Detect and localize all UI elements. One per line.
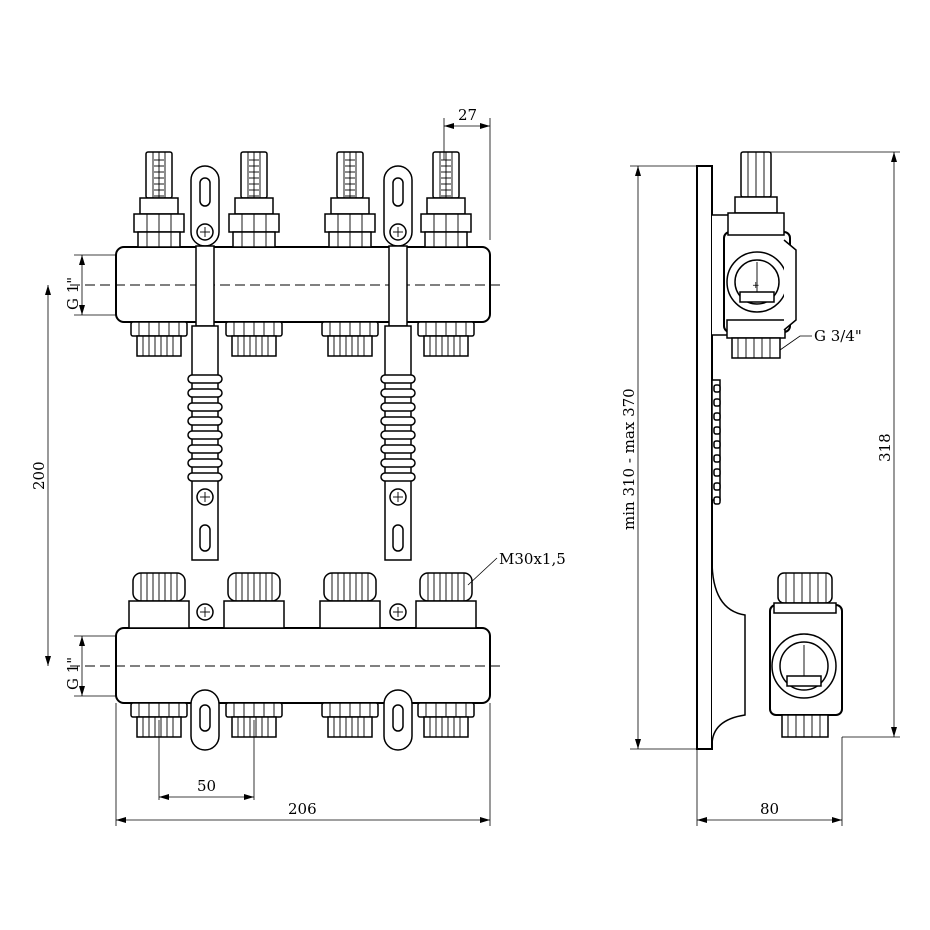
flow-meter — [133, 151, 185, 248]
dim-label-200: 200 — [30, 461, 48, 490]
dim-label-g1-bottom: G 1" — [64, 657, 82, 690]
side-slot — [713, 426, 721, 435]
outlet-fitting — [225, 321, 283, 357]
side-slot — [713, 454, 721, 463]
side-valve-cap — [773, 572, 837, 614]
outlet-fitting — [321, 321, 379, 357]
dim-label-318: 318 — [876, 433, 894, 462]
svg-text:+: + — [752, 281, 760, 291]
valve-cap — [128, 572, 190, 629]
front-view — [70, 151, 500, 751]
dim-label-bracket-range: min 310 - max 370 — [620, 388, 638, 530]
side-slot — [713, 398, 721, 407]
flow-meter — [324, 151, 376, 248]
side-bracket-bottom — [711, 559, 746, 746]
valve-cap — [319, 572, 381, 629]
side-top-clip — [783, 239, 797, 331]
flow-meters-group — [133, 151, 472, 248]
brackets-group — [187, 165, 416, 751]
top-header-bar — [115, 246, 491, 323]
outlet-fitting — [417, 702, 475, 738]
label-m30: M30x1,5 — [499, 550, 566, 568]
flow-meter — [228, 151, 280, 248]
valve-cap — [223, 572, 285, 629]
side-slot — [713, 412, 721, 421]
valve-cap — [415, 572, 477, 629]
dim-label-80: 80 — [760, 800, 779, 818]
dim-label-g1-top: G 1" — [64, 277, 82, 310]
dim-label-50: 50 — [197, 777, 216, 795]
side-bottom-outlet — [781, 714, 829, 738]
side-flowmeter — [726, 151, 786, 359]
bottom-outlets-group — [130, 702, 475, 738]
flow-meter — [420, 151, 472, 248]
dim-label-27: 27 — [458, 106, 477, 124]
side-slot — [713, 440, 721, 449]
top-outlets-group — [130, 321, 475, 357]
side-view: + — [696, 151, 843, 750]
wall-plate — [696, 165, 713, 750]
side-bracket-slots — [713, 384, 721, 505]
outlet-fitting — [417, 321, 475, 357]
mounting-bracket — [187, 165, 223, 751]
side-top-valve-seat — [739, 291, 775, 303]
outlet-fitting — [130, 321, 188, 357]
side-slot — [713, 384, 721, 393]
valve-caps-group — [128, 572, 477, 629]
outlet-fitting — [321, 702, 379, 738]
side-slot — [713, 482, 721, 491]
bottom-header-bar — [115, 627, 491, 704]
outlet-fitting — [130, 702, 188, 738]
dimensions: 27 G 1" G 1" 200 50 206 M30x1,5 min 310 … — [30, 106, 900, 826]
side-bracket-strip — [711, 379, 721, 501]
side-slot — [713, 468, 721, 477]
side-slot — [713, 496, 721, 505]
label-g34: G 3/4" — [814, 327, 862, 345]
mounting-bracket — [380, 165, 416, 751]
dim-label-206: 206 — [288, 800, 317, 818]
